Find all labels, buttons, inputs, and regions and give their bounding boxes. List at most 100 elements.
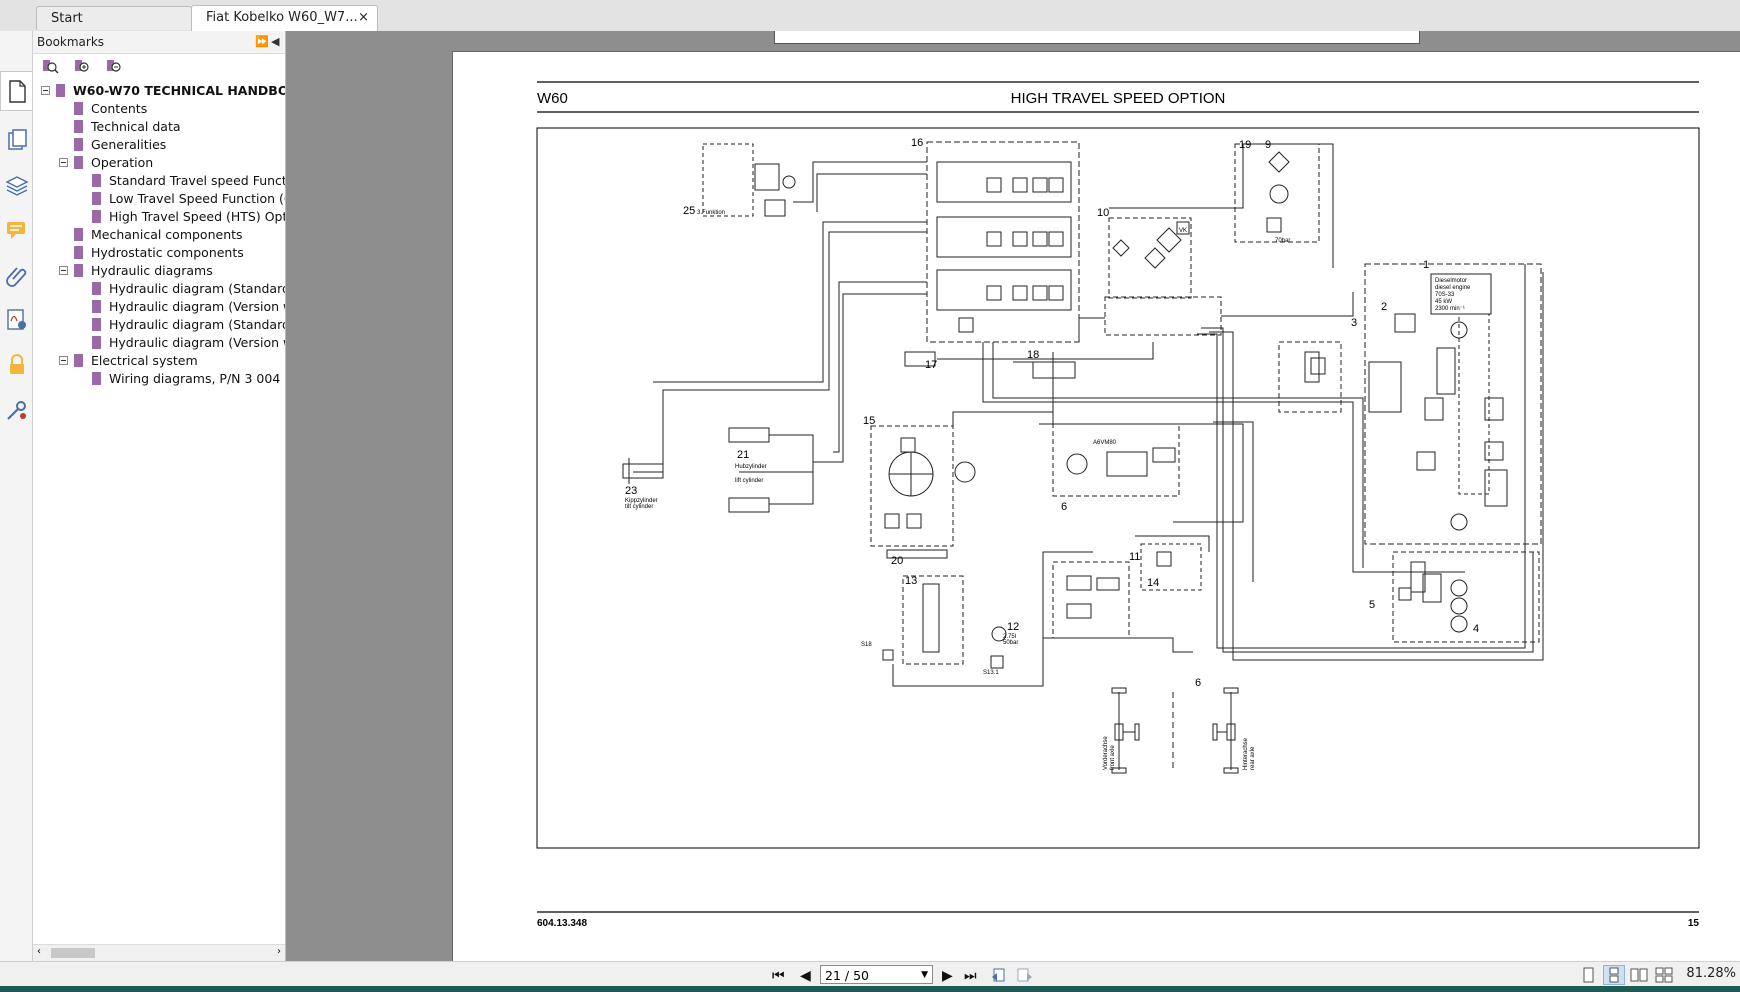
scrollbar-thumb[interactable]: [51, 948, 95, 958]
page-field-value: 21 / 50: [825, 968, 869, 983]
pages-icon[interactable]: [5, 128, 29, 152]
label-engine-kw: 45 kW: [1435, 299, 1452, 305]
label-hubzylinder: Hubzylinder: [735, 464, 767, 470]
bookmark-item[interactable]: Low Travel Speed Function (Cr: [77, 190, 285, 208]
scroll-left-icon[interactable]: ‹: [37, 946, 41, 957]
label-s18: S18: [861, 642, 872, 648]
previous-view-icon[interactable]: [990, 967, 1008, 987]
next-view-icon[interactable]: [1016, 967, 1034, 987]
bookmark-icon: [92, 282, 101, 295]
bookmark-item[interactable]: Technical data: [59, 118, 181, 136]
scroll-right-icon[interactable]: ›: [277, 946, 281, 957]
bookmark-item[interactable]: Hydraulic diagram (Standard ve: [77, 316, 285, 334]
label-kippzylinder: Kippzylinder: [625, 498, 658, 504]
close-icon[interactable]: ×: [358, 10, 369, 25]
bookmark-item[interactable]: Standard Travel speed Function: [77, 172, 285, 190]
attachments-icon[interactable]: [5, 263, 29, 287]
label-engine-spec: 70S-33: [1435, 292, 1455, 298]
bookmark-icon: [92, 174, 101, 187]
expand-panel-icon[interactable]: ⏩: [255, 35, 269, 48]
bookmark-icon: [92, 210, 101, 223]
label-11: 11: [1129, 551, 1140, 563]
bookmark-label: Hydraulic diagram (Version with: [109, 299, 285, 314]
continuous-view-icon[interactable]: [1603, 965, 1625, 985]
label-vorderachse: Vorderachse: [1103, 736, 1109, 770]
bookmark-label: Wiring diagrams, P/N 3 004 840: [109, 371, 285, 386]
tab-document[interactable]: Fiat Kobelko W60_W7... ×: [191, 5, 378, 31]
facing-view-icon[interactable]: [1630, 967, 1648, 987]
document-viewer[interactable]: W60 HIGH TRAVEL SPEED OPTION: [286, 31, 1740, 961]
bookmark-item[interactable]: W60-W70 TECHNICAL HANDBOOK: [41, 82, 285, 100]
page-title: HIGH TRAVEL SPEED OPTION: [1011, 90, 1226, 107]
signatures-icon[interactable]: [5, 308, 29, 332]
bookmark-item[interactable]: Hydraulic diagram (Version with: [77, 334, 285, 352]
page-model: W60: [537, 90, 568, 107]
page-svg: W60 HIGH TRAVEL SPEED OPTION: [536, 81, 1700, 929]
bookmark-icon: [74, 138, 83, 151]
security-lock-icon[interactable]: [5, 353, 29, 377]
bookmark-item[interactable]: Operation: [59, 154, 153, 172]
bookmark-icon: [92, 300, 101, 313]
find-bookmark-icon[interactable]: [105, 59, 123, 75]
first-page-button[interactable]: ⏮: [772, 968, 785, 984]
bookmark-item[interactable]: Mechanical components: [59, 226, 243, 244]
tab-label: Fiat Kobelko W60_W7...: [206, 10, 358, 25]
label-hinterachse: Hinterachse: [1243, 737, 1249, 770]
page-number: 15: [1688, 918, 1700, 929]
collapse-toggle-icon[interactable]: [41, 86, 50, 95]
label-17: 17: [925, 359, 937, 371]
page-number-field[interactable]: 21 / 50 ▼: [820, 965, 933, 984]
bookmark-item[interactable]: Generalities: [59, 136, 166, 154]
bookmark-item[interactable]: Electrical system: [59, 352, 198, 370]
bookmark-item[interactable]: Hydraulic diagrams: [59, 262, 213, 280]
label-6: 6: [1061, 501, 1067, 513]
bookmarks-panel-icon[interactable]: [0, 71, 32, 111]
next-page-button[interactable]: ▶: [942, 968, 953, 984]
bookmark-item[interactable]: Hydrostatic components: [59, 244, 244, 262]
bookmark-icon: [92, 336, 101, 349]
bookmarks-header: Bookmarks ⏩ ◀: [33, 31, 285, 54]
collapse-toggle-icon[interactable]: [59, 356, 68, 365]
chevron-down-icon[interactable]: ▼: [921, 970, 928, 980]
label-front-axle: front axle: [1110, 745, 1116, 770]
layers-icon[interactable]: [5, 173, 29, 197]
label-16: 16: [911, 137, 923, 149]
horizontal-scrollbar[interactable]: ‹ ›: [33, 944, 285, 961]
collapse-toggle-icon[interactable]: [59, 266, 68, 275]
last-page-button[interactable]: ⏭: [964, 968, 977, 984]
bookmark-label: Hydraulic diagram (Standard ve: [109, 281, 285, 296]
doc-number: 604.13.348: [537, 918, 587, 929]
label-18: 18: [1027, 349, 1039, 361]
bookmark-item[interactable]: Wiring diagrams, P/N 3 004 840: [77, 370, 285, 388]
label-diesel-engine: diesel engine: [1435, 285, 1471, 291]
tab-start[interactable]: Start: [36, 6, 192, 30]
collapse-toggle-icon[interactable]: [59, 158, 68, 167]
bookmark-item[interactable]: Hydraulic diagram (Standard ve: [77, 280, 285, 298]
bookmark-label: Contents: [91, 101, 148, 116]
bookmark-icon: [74, 120, 83, 133]
label-lift-cylinder: lift cylinder: [735, 478, 763, 484]
bookmark-item[interactable]: Contents: [59, 100, 147, 118]
single-page-view-icon[interactable]: [1580, 967, 1596, 987]
bookmark-icon: [92, 318, 101, 331]
bookmark-item[interactable]: High Travel Speed (HTS) Optic: [77, 208, 285, 226]
previous-page-button[interactable]: ◀: [800, 968, 811, 984]
label-engine-rpm: 2300 min⁻¹: [1435, 306, 1465, 312]
label-5: 5: [1369, 599, 1375, 611]
comments-icon[interactable]: [5, 218, 29, 242]
bookmark-options-icon[interactable]: [41, 59, 59, 75]
bookmark-icon: [74, 156, 83, 169]
bookmark-label: Mechanical components: [91, 227, 243, 242]
continuous-facing-view-icon[interactable]: [1655, 967, 1673, 987]
tools-icon[interactable]: [5, 398, 29, 422]
bookmark-label: W60-W70 TECHNICAL HANDBOOK: [73, 83, 285, 98]
bookmark-icon: [74, 102, 83, 115]
label-a6vm: A6VM80: [1093, 440, 1117, 446]
hydraulic-schematic: [622, 141, 1544, 774]
bookmark-item[interactable]: Hydraulic diagram (Version with: [77, 298, 285, 316]
label-21: 21: [737, 449, 749, 461]
zoom-level[interactable]: 81.28%: [1686, 966, 1736, 981]
hide-panel-icon[interactable]: ◀: [271, 35, 280, 48]
expand-bookmark-icon[interactable]: [73, 59, 91, 75]
bookmark-icon: [92, 372, 101, 385]
